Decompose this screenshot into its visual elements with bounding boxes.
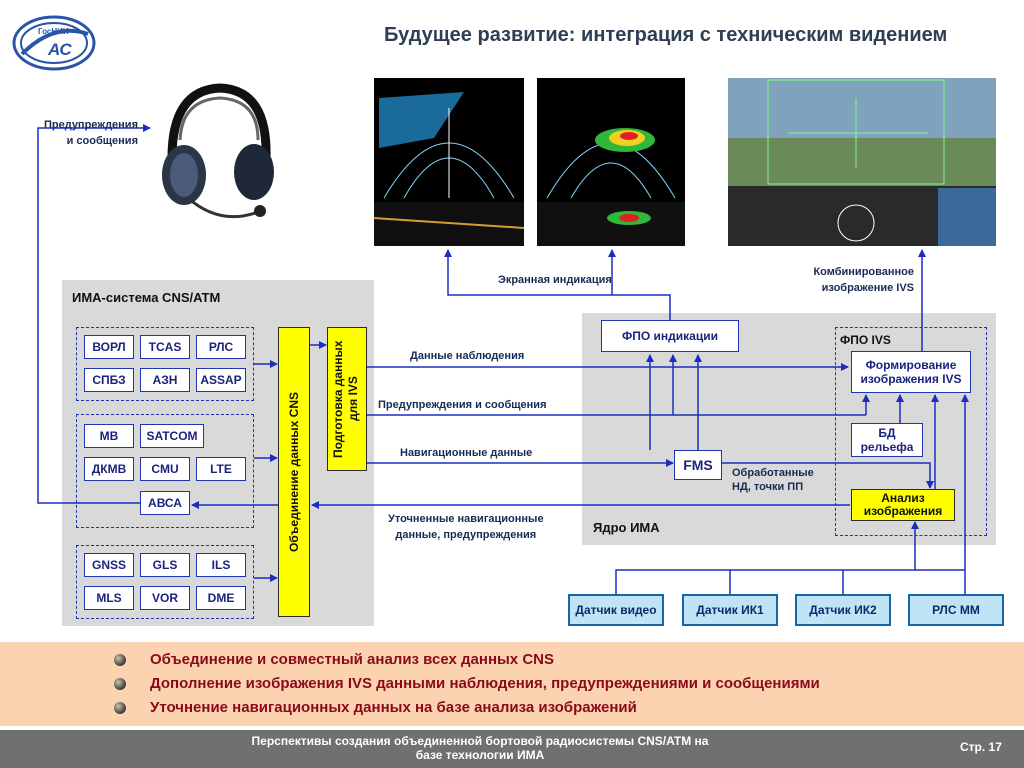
spbz-box: СПБЗ	[84, 368, 134, 392]
flow-combined-label: Комбинированное изображение IVS	[790, 264, 914, 296]
footer-line2: базе технологии ИМА	[415, 748, 545, 762]
cns-merge-block: Объединение данных CNS	[278, 327, 310, 617]
summary-bullets	[0, 642, 1024, 726]
form-ivs-line2: изображения IVS	[860, 372, 962, 386]
sensor-bus	[615, 569, 965, 594]
logo-emblem-icon	[12, 15, 96, 71]
sensor-ir2: Датчик ИК2	[795, 594, 891, 626]
mls-box: MLS	[84, 586, 134, 610]
group2-frame	[76, 414, 254, 528]
flow-combined-line2: изображение IVS	[821, 282, 914, 294]
ima-core-title: Ядро ИМА	[593, 520, 660, 535]
cmu-box: CMU	[140, 457, 190, 481]
gls-box: GLS	[140, 553, 190, 577]
vor-box: VOR	[140, 586, 190, 610]
logo-text-bottom: АС	[48, 40, 72, 59]
image-analysis-block: Анализ изображения	[851, 489, 955, 521]
footer	[0, 730, 1024, 768]
terrain-db-box: БД рельефа	[851, 423, 923, 457]
gnss-box: GNSS	[84, 553, 134, 577]
fpo-ivs-frame	[835, 327, 987, 536]
lte-box: LTE	[196, 457, 246, 481]
dme-box: DME	[196, 586, 246, 610]
radar-display-icon	[374, 92, 524, 246]
rls-box: РЛС	[196, 335, 246, 359]
form-ivs-line1: Формирование	[865, 358, 957, 372]
terrain-db-line1: БД	[878, 426, 896, 440]
page-title: Будущее развитие: интеграция с техническ…	[384, 24, 948, 46]
terrain-db-line2: рельефа	[860, 440, 914, 454]
flow-warnings-label: Предупреждения и сообщения	[378, 399, 547, 411]
flow-refined-line1: Уточненные навигационные	[388, 513, 544, 525]
sensor-ir1: Датчик ИК1	[682, 594, 778, 626]
page-number: Стр. 17	[960, 740, 1002, 754]
connector-lines	[37, 124, 969, 594]
image-analysis-line2: изображения	[863, 504, 943, 518]
bullet-2-text: Дополнение изображения IVS данными наблю…	[150, 675, 820, 692]
combined-vision-icon	[728, 78, 996, 246]
flow-combined-line1: Комбинированное	[813, 266, 914, 278]
azn-box: АЗН	[140, 368, 190, 392]
bullet-marker-icon	[114, 701, 126, 714]
avsa-box: АВСА	[140, 491, 190, 515]
dkmv-box: ДКМВ	[84, 457, 134, 481]
satcom-box: SATCOM	[140, 424, 204, 448]
fpo-ivs-title: ФПО IVS	[840, 333, 891, 347]
bullet-3: Уточнение навигационных данных на базе а…	[114, 699, 637, 716]
tcas-box: TCAS	[140, 335, 190, 359]
headset-image	[150, 80, 280, 230]
bullet-3-text: Уточнение навигационных данных на базе а…	[150, 699, 637, 716]
sensor-mm-radar: РЛС ММ	[908, 594, 1004, 626]
flow-refined-label: Уточненные навигационные данные, предупр…	[388, 511, 544, 543]
footer-caption: Перспективы создания объединенной бортов…	[240, 734, 720, 762]
bullet-1-text: Объединение и совместный анализ всех дан…	[150, 651, 554, 668]
flow-processed-line1: Обработанные	[732, 467, 814, 479]
arrow-headset-alert	[37, 124, 151, 504]
combined-vision-display	[728, 78, 996, 246]
image-analysis-line1: Анализ	[881, 491, 925, 505]
group1-frame	[76, 327, 254, 401]
flow-processed-label: Обработанные НД, точки ПП	[732, 466, 814, 494]
footer-line1: Перспективы создания объединенной бортов…	[251, 734, 709, 748]
weather-radar-icon	[537, 128, 685, 246]
vorl-box: ВОРЛ	[84, 335, 134, 359]
mv-box: МВ	[84, 424, 134, 448]
flow-observation-label: Данные наблюдения	[410, 350, 525, 362]
flow-screen-label: Экранная индикация	[498, 274, 612, 286]
group3-frame	[76, 545, 254, 619]
radar-display-left	[374, 78, 524, 246]
bullet-marker-icon	[114, 653, 126, 666]
assap-box: ASSAP	[196, 368, 246, 392]
bullet-1: Объединение и совместный анализ всех дан…	[114, 651, 554, 668]
weather-radar-display	[537, 78, 685, 246]
flow-refined-line2: данные, предупреждения	[395, 529, 537, 541]
ils-box: ILS	[196, 553, 246, 577]
flow-processed-line2: НД, точки ПП	[732, 481, 804, 493]
bullet-marker-icon	[114, 677, 126, 690]
sensor-video: Датчик видео	[568, 594, 664, 626]
logo: ГосНИИ АС	[12, 14, 96, 72]
arrow-fms-analysis	[722, 462, 934, 489]
form-ivs-image-box: Формирование изображения IVS	[851, 351, 971, 393]
ivs-prep-block: Подготовка данных для IVS	[327, 327, 367, 471]
fms-box: FMS	[674, 450, 722, 480]
fpo-indication-box: ФПО индикации	[601, 320, 739, 352]
arrow-screen	[444, 249, 671, 320]
logo-text-top: ГосНИИ	[38, 27, 69, 36]
flow-navigation-label: Навигационные данные	[400, 447, 533, 459]
headset-label-line2: и сообщения	[66, 135, 138, 147]
headset-icon	[162, 83, 274, 219]
ima-system-title: ИМА-система CNS/ATM	[72, 290, 221, 305]
bullet-2: Дополнение изображения IVS данными наблю…	[114, 675, 820, 692]
